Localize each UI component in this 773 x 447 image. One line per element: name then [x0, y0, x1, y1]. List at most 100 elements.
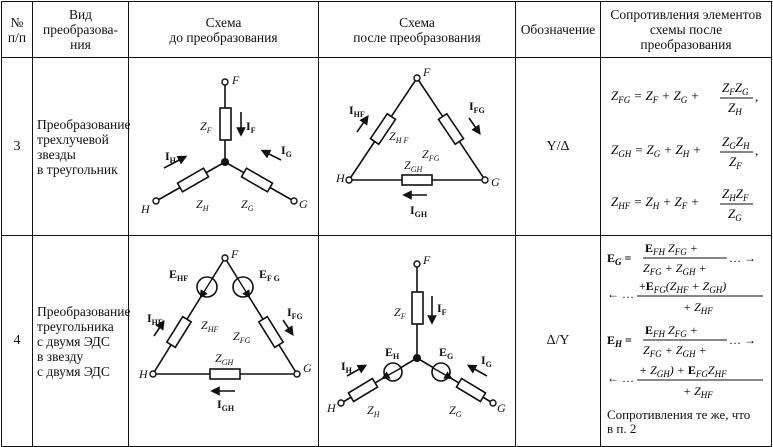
svg-text:ZHF: ZHF	[201, 318, 218, 334]
svg-text:IHF: IHF	[147, 311, 163, 327]
header-designation: Обозначение	[515, 1, 601, 58]
triangle-circuit-diagram: F H G ZH F ZFG ZGH IHF IFG IGH	[335, 65, 500, 219]
scheme-before-star: F ZF IF H ZH IH G ZG IG	[128, 57, 319, 236]
svg-text:IG: IG	[481, 353, 492, 369]
svg-text:EHF: EHF	[169, 267, 188, 283]
svg-text:,: ,	[755, 143, 758, 158]
header-after: Схема после преобразования	[318, 1, 516, 58]
resistor-zh	[176, 167, 210, 193]
svg-text:ZG: ZG	[449, 403, 462, 419]
resistor-zfg	[257, 315, 285, 349]
svg-text:IGH: IGH	[410, 203, 428, 219]
svg-text:ZFZG: ZFZG	[722, 80, 749, 97]
svg-text:H: H	[335, 171, 346, 185]
formula-block: EG = EFH ZFG + ZFG + ZGH + … → ← … +EFG(…	[607, 241, 763, 400]
svg-text:ZH: ZH	[196, 197, 210, 213]
svg-text:IFG: IFG	[287, 305, 303, 321]
svg-text:+ ZGH) + EFGZHF: + ZGH) + EFGZHF	[639, 363, 727, 379]
note-text: Сопротивления те же, что в п. 2	[607, 407, 751, 436]
svg-text:ZH F: ZH F	[389, 129, 408, 145]
svg-text:H: H	[138, 367, 149, 381]
resistor-zhf	[165, 315, 193, 349]
svg-text:ZHF = ZH + ZF +: ZHF = ZH + ZF +	[611, 194, 699, 211]
svg-text:EG: EG	[439, 345, 453, 361]
formulas-cell: ZFG = ZF + ZG + ZFZG ZH , ZGH = ZG + ZH …	[600, 57, 772, 236]
svg-text:ZG: ZG	[241, 197, 254, 213]
svg-text:← …: ← …	[607, 287, 634, 301]
svg-text:G: G	[491, 175, 500, 189]
header-before: Схема до преобразования	[128, 1, 319, 58]
svg-text:… →: … →	[729, 251, 756, 265]
scheme-after-star-emf: F ZF IF H EH ZH IH G EG	[318, 235, 516, 447]
svg-text:F: F	[422, 253, 431, 267]
svg-text:G: G	[497, 401, 506, 415]
svg-text:EF G: EF G	[259, 267, 280, 283]
row-number: 4	[1, 235, 33, 447]
svg-text:← …: ← …	[607, 371, 634, 385]
svg-text:+ ZHF: + ZHF	[683, 300, 713, 316]
table-row: 4 Преобразование треугольника с двумя ЭД…	[1, 235, 772, 447]
resistor-zg	[240, 167, 274, 193]
svg-text:+EFG(ZHF + ZGH): +EFG(ZHF + ZGH)	[639, 279, 726, 295]
svg-text:G: G	[299, 197, 308, 211]
svg-text:H: H	[140, 202, 151, 216]
svg-text:F: F	[422, 65, 431, 79]
resistor-zgh	[401, 174, 433, 186]
svg-text:ZH: ZH	[367, 403, 381, 419]
svg-text:EFH ZFG +: EFH ZFG +	[645, 241, 698, 257]
svg-text:ZGH: ZGH	[215, 351, 234, 367]
svg-text:… →: … →	[729, 333, 756, 347]
svg-text:IFG: IFG	[469, 99, 485, 115]
svg-text:ZH: ZH	[728, 100, 742, 117]
svg-text:EH =: EH =	[607, 333, 632, 349]
resistor-zg	[455, 377, 487, 403]
resistor-zfg	[437, 112, 465, 146]
svg-text:F: F	[230, 247, 239, 261]
svg-text:EH: EH	[385, 345, 400, 361]
svg-text:ZFG = ZF + ZG +: ZFG = ZF + ZG +	[611, 88, 699, 105]
row-number: 3	[1, 57, 33, 236]
star-emf-circuit-diagram: F ZF IF H EH ZH IH G EG	[326, 253, 506, 419]
designation: Δ/Y	[515, 235, 601, 447]
svg-text:H: H	[326, 401, 337, 415]
transformation-name: Преобразование треугольника с двумя ЭДС …	[32, 235, 131, 447]
svg-text:ZFG + ZGH +: ZFG + ZGH +	[643, 261, 707, 277]
header-num: № п/п	[1, 1, 33, 58]
resistor-zgh	[209, 368, 241, 380]
header-type: Вид преобразова- ния	[32, 1, 129, 58]
svg-text:+ ZHF: + ZHF	[683, 384, 713, 400]
svg-text:ZHZF: ZHZF	[722, 186, 749, 203]
svg-text:IF: IF	[437, 301, 447, 317]
svg-text:ZGH: ZGH	[404, 158, 423, 174]
resistor-zhf	[369, 112, 397, 146]
svg-text:ZF: ZF	[200, 119, 212, 135]
svg-text:ZF: ZF	[394, 305, 406, 321]
svg-text:ZG: ZG	[728, 206, 742, 223]
svg-text:,: ,	[755, 89, 758, 104]
svg-text:IH: IH	[341, 359, 353, 375]
svg-text:IGH: IGH	[217, 397, 235, 413]
scheme-before-triangle-emf: F H G EHF EF G ZHF ZFG ZGH IHF	[128, 235, 319, 447]
svg-text:IH: IH	[165, 149, 177, 165]
svg-text:F: F	[231, 73, 240, 87]
designation: Y/Δ	[515, 57, 601, 236]
header-resistances: Сопротивления элементов схемы после прео…	[600, 1, 772, 58]
svg-text:EG =: EG =	[607, 251, 632, 267]
formula-block: ZFG = ZF + ZG + ZFZG ZH , ZGH = ZG + ZH …	[611, 80, 758, 223]
star-circuit-diagram: F ZF IF H ZH IH G ZG IG	[140, 73, 308, 216]
svg-text:ZF: ZF	[729, 154, 742, 171]
scheme-after-triangle: F H G ZH F ZFG ZGH IHF IFG IGH	[318, 57, 516, 236]
svg-text:G: G	[303, 361, 312, 375]
triangle-emf-circuit-diagram: F H G EHF EF G ZHF ZFG ZGH IHF	[138, 247, 312, 413]
resistor-zh	[347, 377, 379, 403]
svg-text:EFH ZFG +: EFH ZFG +	[645, 323, 698, 339]
transformation-name: Преобразование трехлучевой звезды в треу…	[32, 57, 131, 236]
svg-text:ZFG: ZFG	[422, 147, 440, 163]
header-row: № п/п Вид преобразова- ния Схема до прео…	[1, 1, 772, 58]
resistor-zf	[411, 291, 424, 325]
svg-text:IG: IG	[281, 143, 292, 159]
svg-text:ZGH = ZG + ZH +: ZGH = ZG + ZH +	[611, 142, 701, 159]
formulas-cell: EG = EFH ZFG + ZFG + ZGH + … → ← … +EFG(…	[600, 235, 772, 447]
svg-text:IF: IF	[246, 119, 256, 135]
